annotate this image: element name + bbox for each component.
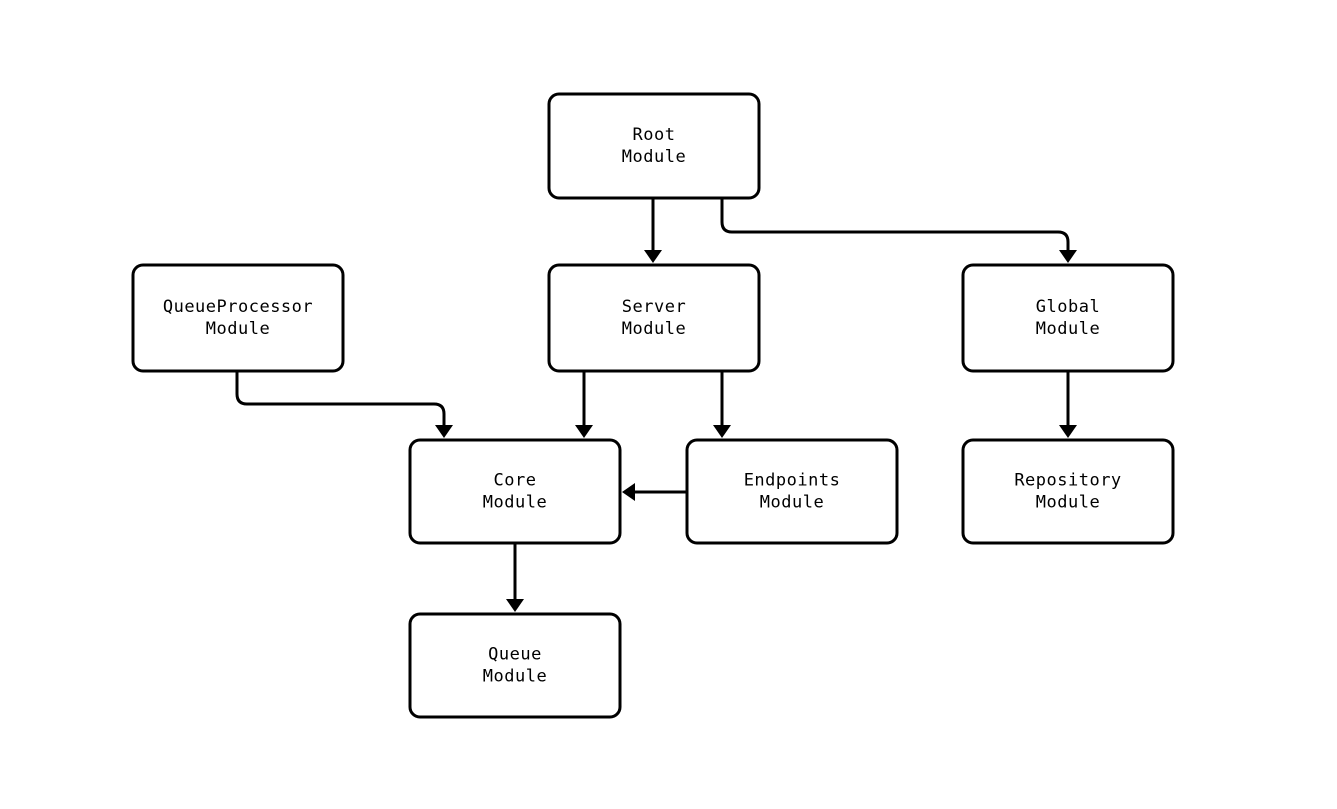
repository-module-node-box[interactable] <box>961 438 1175 545</box>
global-module-node-box[interactable] <box>961 263 1175 373</box>
server-module-node-box[interactable] <box>547 263 761 373</box>
edge-server-to-core-arrowhead <box>575 425 593 438</box>
edge-queueprocessor-to-core <box>235 371 453 438</box>
global-module-node-label-line: Global <box>1036 297 1100 317</box>
queue-module-node-box[interactable] <box>408 612 622 719</box>
core-module-node-box[interactable] <box>408 438 622 545</box>
edge-root-to-global-arrowhead <box>1059 250 1077 263</box>
edge-queueprocessor-to-core-arrowhead <box>435 425 453 438</box>
queue-module-node-label-line: Queue <box>488 645 542 665</box>
edge-server-to-endpoints-arrowhead <box>713 425 731 438</box>
endpoints-module-node-box[interactable] <box>685 438 899 545</box>
endpoints-module-node-label-line: Module <box>760 493 824 513</box>
edge-core-to-queue <box>506 543 524 612</box>
queueprocessor-module-node-label-line: Module <box>206 319 270 339</box>
edge-global-to-repository-arrowhead <box>1059 425 1077 438</box>
root-module-node-label-line: Module <box>622 147 686 167</box>
global-module-node-label-line: Module <box>1036 319 1100 339</box>
edge-endpoints-to-core <box>622 483 687 501</box>
queueprocessor-module-node-box[interactable] <box>131 263 345 373</box>
queue-module-node-label-line: Module <box>483 667 547 687</box>
edge-global-to-repository <box>1059 371 1077 438</box>
root-module-node-label-line: Root <box>633 125 676 145</box>
endpoints-module-node-label-line: Endpoints <box>744 471 841 491</box>
queueprocessor-module-node-label-line: QueueProcessor <box>163 297 313 317</box>
edge-core-to-queue-arrowhead <box>506 599 524 612</box>
repository-module-node-label-line: Repository <box>1014 471 1121 491</box>
edge-root-to-server-arrowhead <box>644 250 662 263</box>
edge-queueprocessor-to-core-line <box>235 371 446 427</box>
core-module-node-label-line: Module <box>483 493 547 513</box>
core-module-node-label-line: Core <box>494 471 537 491</box>
edges-layer <box>235 198 1077 612</box>
root-module-node-box[interactable] <box>547 92 761 200</box>
server-module-node-label-line: Module <box>622 319 686 339</box>
edge-root-to-global-line <box>720 198 1070 252</box>
edge-server-to-endpoints <box>713 371 731 438</box>
server-module-node-label-line: Server <box>622 297 686 317</box>
repository-module-node-label-line: Module <box>1036 493 1100 513</box>
edge-endpoints-to-core-arrowhead <box>622 483 635 501</box>
edge-server-to-core <box>575 371 593 438</box>
edge-root-to-server <box>644 198 662 263</box>
edge-root-to-global <box>720 198 1077 263</box>
